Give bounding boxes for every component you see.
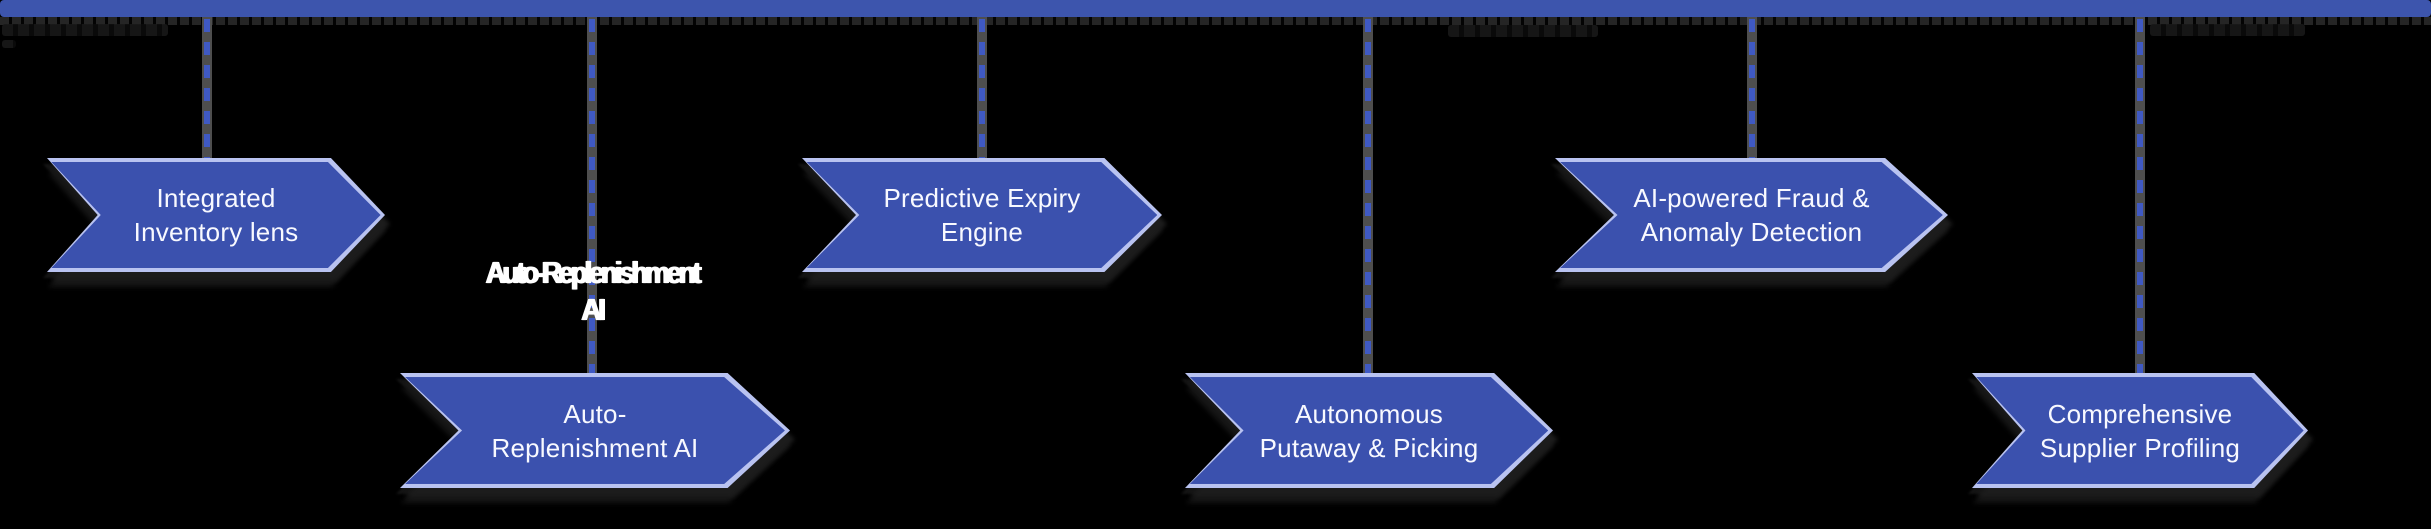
illegible-ghost-text	[1448, 25, 1598, 37]
illegible-ghost-text	[2, 24, 168, 36]
node-integrated-inventory-lens: Integrated Inventory lens	[47, 158, 385, 272]
node-label: Comprehensive Supplier Profiling	[2039, 398, 2241, 463]
connector-line-3	[977, 17, 987, 163]
arrow-banner-fill	[806, 161, 1158, 269]
connector-line-5	[1747, 17, 1757, 163]
node-label: AI-powered Fraud & Anomaly Detection	[1633, 183, 1870, 247]
node-predictive-expiry-engine: Predictive Expiry Engine	[802, 158, 1162, 272]
arrow-banner-fill	[1189, 377, 1549, 484]
node-label: Predictive Expiry Engine	[883, 183, 1081, 247]
connector-dashes	[589, 19, 595, 378]
node-label: Integrated Inventory lens	[133, 183, 299, 247]
connector-line-6	[2135, 17, 2145, 378]
connector-dashes	[979, 19, 985, 163]
arrow-banner-shape: Comprehensive Supplier Profiling	[1972, 373, 2308, 488]
arrow-banner-shape: AI-powered Fraud & Anomaly Detection	[1555, 158, 1948, 272]
arrow-banner-fill	[405, 377, 785, 484]
node-autonomous-putaway-picking: Autonomous Putaway & Picking	[1185, 373, 1553, 488]
connector-line-4	[1363, 17, 1373, 378]
ghost-label-auto-replenishment: Auto-Replenishment AI	[485, 255, 702, 327]
arrow-banner-shape: Predictive Expiry Engine	[802, 158, 1162, 272]
illegible-ghost-text	[2150, 24, 2305, 36]
connector-dashes	[1749, 19, 1755, 163]
timeline-bar	[0, 0, 2431, 17]
connector-dashes	[204, 19, 210, 163]
node-label: Autonomous Putaway & Picking	[1259, 398, 1479, 463]
node-auto-replenishment-ai: Auto- Replenishment AI	[400, 373, 790, 488]
arrow-banner-fill	[1560, 161, 1943, 269]
arrow-banner-fill	[1976, 377, 2304, 484]
illegible-ghost-text	[2, 40, 16, 48]
connector-dashes	[2137, 19, 2143, 378]
node-comprehensive-supplier-profiling: Comprehensive Supplier Profiling	[1972, 373, 2308, 488]
bar-shadow-strip	[0, 17, 2431, 25]
connector-dashes	[1365, 19, 1371, 378]
arrow-banner-shape: Auto- Replenishment AI	[400, 373, 790, 488]
node-label: Auto- Replenishment AI	[491, 398, 699, 463]
connector-line-2	[587, 17, 597, 378]
arrow-banner-shape: Integrated Inventory lens	[47, 158, 385, 272]
connector-line-1	[202, 17, 212, 163]
arrow-banner-shape: Autonomous Putaway & Picking	[1185, 373, 1553, 488]
node-ai-powered-fraud-anomaly-detection: AI-powered Fraud & Anomaly Detection	[1555, 158, 1948, 272]
arrow-banner-fill	[51, 161, 381, 269]
